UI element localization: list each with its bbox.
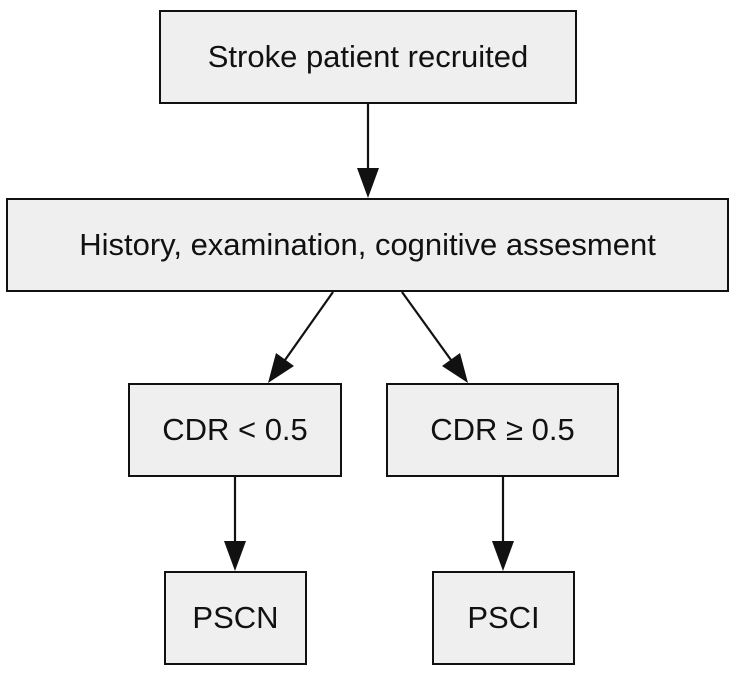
psci-label: PSCI	[467, 600, 540, 635]
cdr-greater-equal-box: CDR ≥ 0.5	[386, 383, 619, 477]
arrow-stroke-to-history	[357, 104, 379, 198]
psci-box: PSCI	[432, 571, 575, 665]
stroke-patient-recruited-label: Stroke patient recruited	[207, 39, 529, 74]
pscn-label: PSCN	[192, 600, 279, 635]
cdr-less-than-box: CDR < 0.5	[128, 383, 342, 477]
cdr-greater-equal-label: CDR ≥ 0.5	[430, 412, 575, 447]
history-examination-label: History, examination, cognitive assesmen…	[79, 227, 656, 262]
pscn-box: PSCN	[164, 571, 307, 665]
arrow-cdr-low-to-pscn	[224, 477, 246, 571]
arrow-history-to-cdr-low	[268, 291, 334, 383]
cdr-less-than-label: CDR < 0.5	[162, 412, 308, 447]
history-examination-box: History, examination, cognitive assesmen…	[6, 198, 729, 292]
arrow-cdr-high-to-psci	[492, 477, 514, 571]
arrow-history-to-cdr-high	[401, 291, 468, 383]
stroke-patient-recruited-box: Stroke patient recruited	[159, 10, 577, 104]
